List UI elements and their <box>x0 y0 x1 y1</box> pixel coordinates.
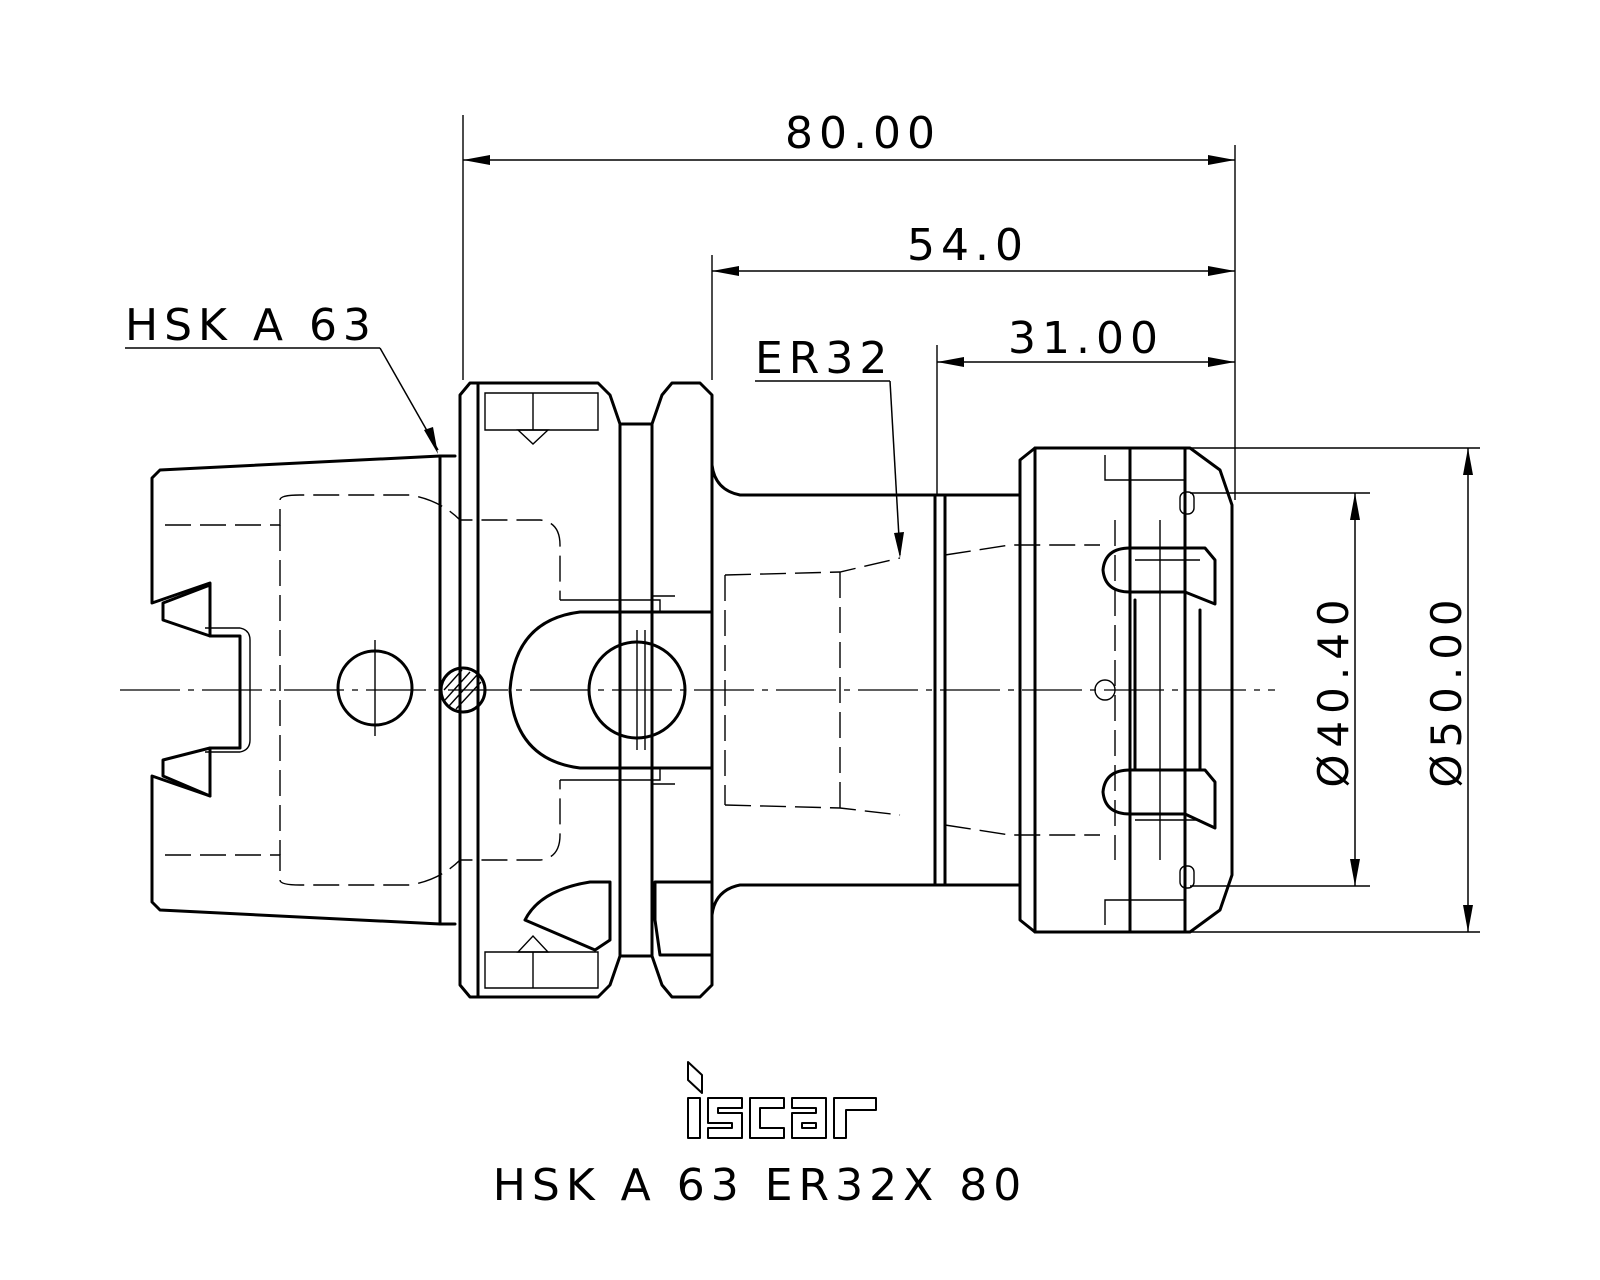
collet-callout-label: ER32 <box>755 333 893 384</box>
collet-length-label: 54.0 <box>907 220 1029 271</box>
hsk-shank <box>150 454 561 926</box>
dimension-nut-diameter: Ø50.00 <box>1422 448 1473 932</box>
callout-shank: HSK A 63 <box>125 300 439 454</box>
dimension-bore-diameter: Ø40.40 <box>1309 493 1360 886</box>
flange <box>458 381 714 999</box>
overall-length-label: 80.00 <box>785 108 941 159</box>
er-nut <box>933 446 1234 934</box>
part-number: HSK A 63 ER32X 80 <box>493 1160 1027 1211</box>
dimension-collet-length: 54.0 <box>712 220 1235 276</box>
dimension-nut-length: 31.00 <box>937 313 1235 367</box>
extension-lines <box>462 115 1480 933</box>
dimension-overall-length: 80.00 <box>463 108 1235 165</box>
bore-diameter-label: Ø40.40 <box>1309 592 1358 787</box>
iscar-logo <box>687 1061 877 1139</box>
nut-length-label: 31.00 <box>1008 313 1164 364</box>
callout-collet: ER32 <box>755 333 904 558</box>
nut-diameter-label: Ø50.00 <box>1422 592 1471 787</box>
shank-callout-label: HSK A 63 <box>125 300 377 351</box>
